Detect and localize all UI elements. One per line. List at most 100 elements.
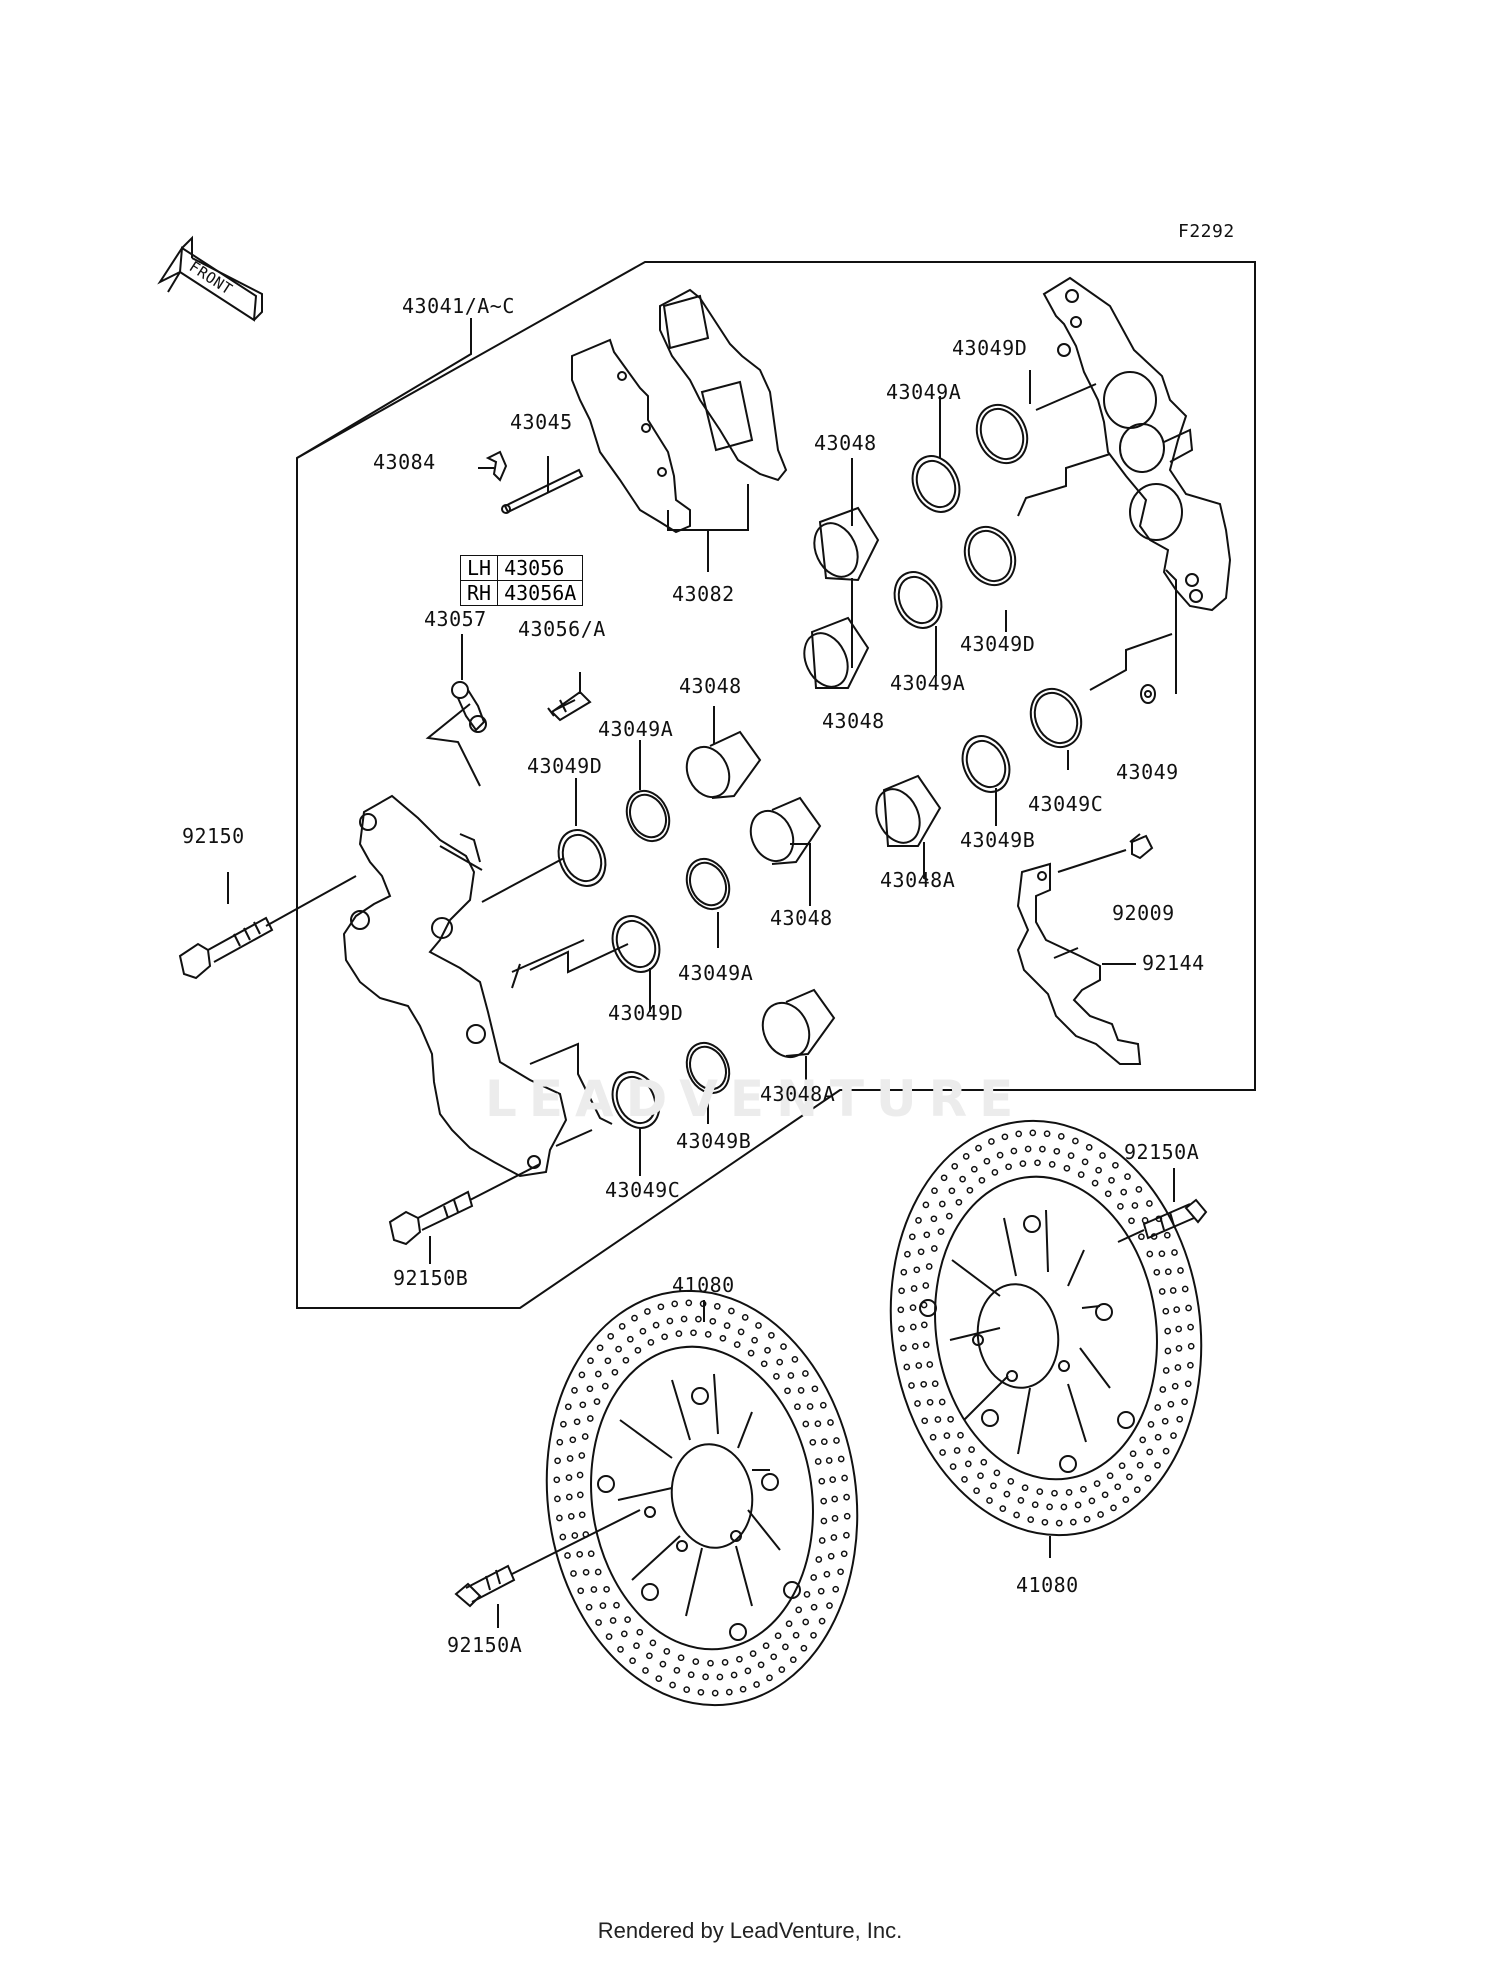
disc-hole: [1127, 1474, 1132, 1479]
assembly-frame: [297, 262, 1255, 1308]
callout-43049D-r1[interactable]: 43049D: [952, 336, 1028, 360]
right-pistons-seals: [796, 397, 1155, 850]
callout-43084[interactable]: 43084: [373, 450, 436, 474]
disc-hole: [1174, 1307, 1179, 1312]
disc-hole: [1145, 1476, 1150, 1481]
callout-43049C-r[interactable]: 43049C: [1028, 792, 1104, 816]
callout-43048-b[interactable]: 43048: [770, 906, 833, 930]
callout-43082[interactable]: 43082: [672, 582, 735, 606]
disc-hole: [1155, 1405, 1160, 1410]
callout-92009[interactable]: 92009: [1112, 901, 1175, 925]
disc-hole: [762, 1361, 767, 1366]
callout-43049A-r2[interactable]: 43049A: [890, 671, 966, 695]
disc-hole: [1098, 1512, 1103, 1517]
disc-hole: [901, 1345, 906, 1350]
disc-hole: [916, 1218, 921, 1223]
brake-disc-right: [865, 1101, 1228, 1556]
disc-hole: [557, 1515, 562, 1520]
callout-43049A-b[interactable]: 43049A: [678, 961, 754, 985]
disc-hole: [819, 1589, 824, 1594]
callout-43049D-r2[interactable]: 43049D: [960, 632, 1036, 656]
callout-92150B[interactable]: 92150B: [393, 1266, 469, 1290]
callout-92150[interactable]: 92150: [182, 824, 245, 848]
disc-hole: [561, 1422, 566, 1427]
callout-41080-l[interactable]: 41080: [672, 1273, 735, 1297]
disc-hole: [567, 1494, 572, 1499]
callout-43049A-r1[interactable]: 43049A: [886, 380, 962, 404]
disc-hole: [967, 1188, 972, 1193]
disc-hole: [767, 1675, 772, 1680]
disc-hole: [743, 1315, 748, 1320]
disc-hole: [949, 1188, 954, 1193]
callout-43049D-b[interactable]: 43049D: [608, 1001, 684, 1025]
disc-hole: [984, 1159, 989, 1164]
disc-hole: [919, 1249, 924, 1254]
disc-hole: [792, 1357, 797, 1362]
disc-hole: [898, 1307, 903, 1312]
disc-hole: [1168, 1402, 1173, 1407]
callout-43056-a[interactable]: 43056/A: [518, 617, 606, 641]
disc-hole: [1148, 1422, 1153, 1427]
disc-hole: [832, 1516, 837, 1521]
callout-43045[interactable]: 43045: [510, 410, 573, 434]
part-cell[interactable]: 43056: [497, 555, 584, 581]
disc-hole: [923, 1283, 928, 1288]
disc-hole: [815, 1421, 820, 1426]
disc-hole: [591, 1587, 596, 1592]
callout-43049D-a[interactable]: 43049D: [527, 754, 603, 778]
disc-hole: [583, 1434, 588, 1439]
disc-hole: [1111, 1505, 1116, 1510]
callout-43049C-a[interactable]: 43049C: [605, 1178, 681, 1202]
disc-hole: [1164, 1368, 1169, 1373]
brake-disc-left: [521, 1271, 884, 1726]
callout-43048A-r[interactable]: 43048A: [880, 868, 956, 892]
callout-43049B-a[interactable]: 43049B: [676, 1129, 752, 1153]
bolt-92150: [180, 918, 272, 978]
disc-hole: [1085, 1517, 1090, 1522]
disc-hole: [1156, 1435, 1161, 1440]
disc-hole: [944, 1433, 949, 1438]
callout-43041[interactable]: 43041/A~C: [402, 294, 515, 318]
disc-hole: [756, 1323, 761, 1328]
disc-hole: [713, 1691, 718, 1696]
callout-43048-r2[interactable]: 43048: [822, 709, 885, 733]
disc-hole: [1008, 1479, 1013, 1484]
disc-hole: [612, 1370, 617, 1375]
disc-hole: [910, 1234, 915, 1239]
disc-hole: [1045, 1131, 1050, 1136]
disc-hole: [915, 1401, 920, 1406]
disc-hole: [966, 1461, 971, 1466]
disc-hole: [596, 1620, 601, 1625]
disc-hole: [587, 1605, 592, 1610]
callout-43049A-a[interactable]: 43049A: [598, 717, 674, 741]
disc-hole: [821, 1499, 826, 1504]
disc-hole: [664, 1649, 669, 1654]
disc-hole: [904, 1364, 909, 1369]
disc-hole: [1173, 1384, 1178, 1389]
callout-43048-a[interactable]: 43048: [679, 674, 742, 698]
disc-hole: [1000, 1506, 1005, 1511]
callout-43049B-r[interactable]: 43049B: [960, 828, 1036, 852]
disc-hole: [670, 1682, 675, 1687]
callout-43048A-a[interactable]: 43048A: [760, 1082, 836, 1106]
callout-43048-r1[interactable]: 43048: [814, 431, 877, 455]
disc-hole: [658, 1304, 663, 1309]
callout-43057[interactable]: 43057: [424, 607, 487, 631]
disc-hole: [1057, 1521, 1062, 1526]
disc-hole: [777, 1360, 782, 1365]
disc-hole: [698, 1690, 703, 1695]
disc-hole: [622, 1631, 627, 1636]
disc-perforations: [554, 1130, 1194, 1695]
disc-hole: [964, 1154, 969, 1159]
disc-hole: [583, 1532, 588, 1537]
callout-92150A-r[interactable]: 92150A: [1124, 1140, 1200, 1164]
disc-hole: [754, 1682, 759, 1687]
disc-hole: [739, 1329, 744, 1334]
disc-hole: [637, 1630, 642, 1635]
part-cell[interactable]: 43056A: [497, 580, 584, 606]
callout-92144[interactable]: 92144: [1142, 951, 1205, 975]
callout-43049[interactable]: 43049: [1116, 760, 1179, 784]
callout-92150A-l[interactable]: 92150A: [447, 1633, 523, 1657]
disc-hole: [555, 1458, 560, 1463]
callout-41080-r[interactable]: 41080: [1016, 1573, 1079, 1597]
